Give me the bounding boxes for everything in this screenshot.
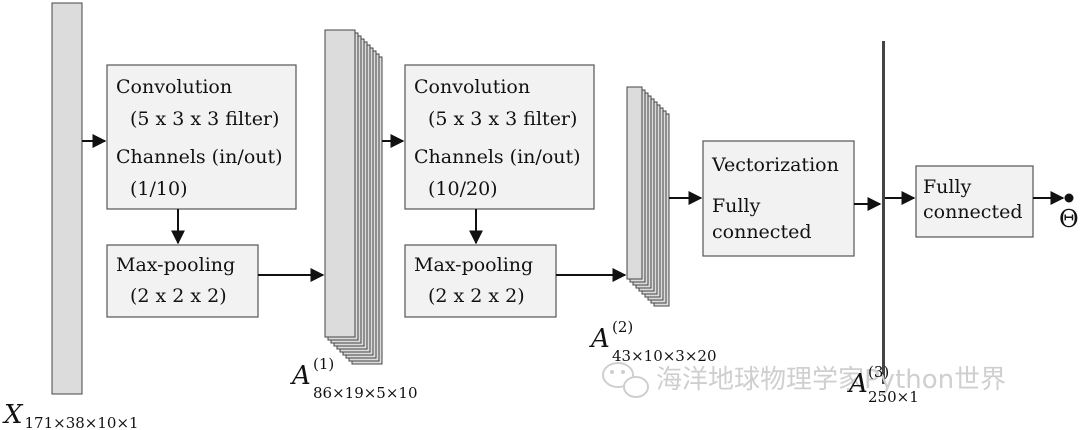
- svg-text:43×10×3×20: 43×10×3×20: [612, 347, 717, 365]
- svg-text:A: A: [290, 361, 311, 391]
- label-a3: A (3) 250×1: [847, 363, 919, 406]
- conv1-filter: (5 x 3 x 3 filter): [130, 108, 279, 130]
- output-node: [1064, 193, 1074, 203]
- vector-line1: Vectorization: [711, 154, 839, 176]
- input-tensor-slab: [51, 2, 83, 395]
- label-a2: A (2) 43×10×3×20: [589, 318, 717, 365]
- conv2-filter: (5 x 3 x 3 filter): [428, 108, 577, 130]
- svg-text:A: A: [589, 324, 610, 354]
- wechat-logo-icon: [602, 362, 649, 398]
- conv-box-2: [404, 64, 595, 210]
- svg-text:海洋地球物理学家Python世界: 海洋地球物理学家Python世界: [656, 365, 1006, 395]
- output-theta-label: Θ: [1059, 205, 1079, 233]
- vector-line3: connected: [712, 221, 811, 243]
- fc-line1: Fully: [923, 176, 972, 198]
- pool2-size: (2 x 2 x 2): [428, 285, 525, 307]
- pool1-title: Max-pooling: [116, 254, 235, 276]
- vector-line2: Fully: [712, 195, 761, 217]
- vectorization-box: [702, 140, 855, 257]
- maxpool-box-1: [106, 244, 259, 318]
- vector-a3-line: [882, 41, 885, 384]
- fully-connected-box: [915, 165, 1034, 238]
- pool2-title: Max-pooling: [414, 254, 533, 276]
- svg-text:A: A: [847, 369, 868, 399]
- svg-text:250×1: 250×1: [868, 388, 919, 406]
- conv2-channels: (10/20): [428, 178, 498, 200]
- watermark: 海洋地球物理学家Python世界: [602, 362, 1006, 398]
- svg-text:(3): (3): [868, 363, 889, 381]
- feature-map-stack-2: [626, 86, 670, 307]
- conv1-title: Convolution: [116, 76, 232, 98]
- fc-line2: connected: [923, 201, 1022, 223]
- conv-box-1: [106, 64, 297, 210]
- conv1-channels-label: Channels (in/out): [116, 146, 283, 168]
- pool1-size: (2 x 2 x 2): [130, 285, 227, 307]
- svg-text:86×19×5×10: 86×19×5×10: [313, 384, 418, 402]
- svg-text:(2): (2): [612, 318, 633, 336]
- conv2-title: Convolution: [414, 76, 530, 98]
- svg-text:(1): (1): [313, 355, 334, 373]
- label-a1: A (1) 86×19×5×10: [290, 355, 418, 402]
- conv1-channels: (1/10): [130, 178, 188, 200]
- maxpool-box-2: [404, 244, 557, 318]
- conv2-channels-label: Channels (in/out): [414, 146, 581, 168]
- feature-map-stack-1: [324, 29, 383, 365]
